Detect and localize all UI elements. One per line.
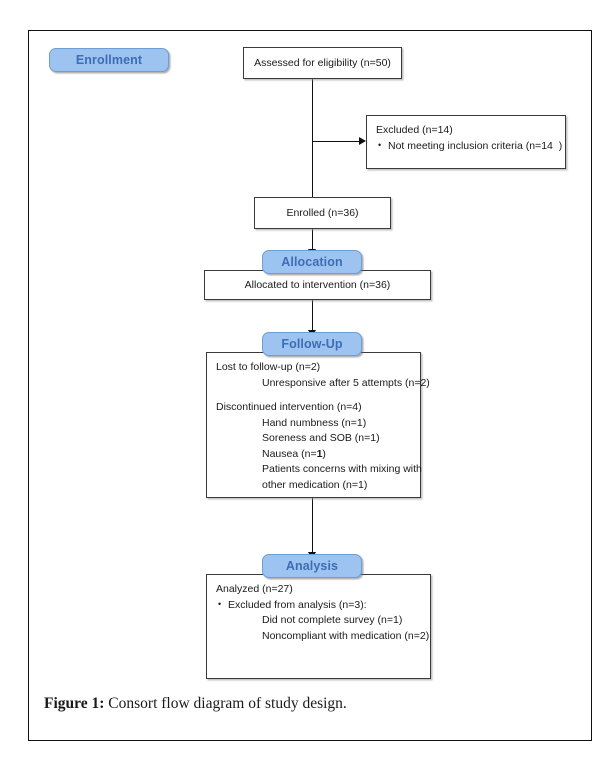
- box-enrolled: Enrolled (n=36): [254, 197, 391, 229]
- connector-followup-to-analysis: [312, 498, 314, 556]
- box-followup-detail: Lost to follow-up (n=2) Unresponsive aft…: [206, 352, 430, 498]
- stage-badge-analysis-label: Analysis: [285, 559, 339, 573]
- box-followup-line-8: other medication (n=1): [262, 478, 368, 491]
- box-followup-line-6-prefix: Nausea (n=: [262, 447, 317, 460]
- figure-caption-text: Consort flow diagram of study design.: [104, 695, 347, 712]
- stage-badge-allocation: Allocation: [262, 250, 362, 274]
- box-followup-line-3: Discontinued intervention (n=4): [216, 401, 362, 413]
- box-followup-line-6-suffix: ): [322, 447, 326, 460]
- box-analysis-detail: Analyzed (n=27) Excluded from analysis (…: [206, 574, 431, 679]
- arrowhead-to-excluded: [359, 137, 366, 145]
- box-analysis-line-2: Did not complete survey (n=1): [262, 614, 403, 626]
- box-assessed-for-eligibility-text: Assessed for eligibility (n=50): [254, 57, 391, 69]
- box-analysis-line-1: Analyzed (n=27): [216, 583, 293, 595]
- box-excluded-heading: Excluded (n=14): [376, 124, 453, 136]
- stage-badge-allocation-label: Allocation: [281, 255, 343, 269]
- box-excluded: Excluded (n=14) Not meeting inclusion cr…: [366, 115, 566, 169]
- stage-badge-followup: Follow-Up: [262, 332, 362, 356]
- figure-caption-label: Figure 1:: [44, 695, 105, 712]
- box-excluded-bullet-1: Not meeting inclusion criteria (n=14 ): [376, 138, 562, 155]
- box-followup-line-6-count: 1: [316, 447, 323, 460]
- stage-badge-enrollment-label: Enrollment: [75, 53, 143, 67]
- stage-badge-analysis: Analysis: [262, 554, 362, 578]
- box-followup-line-6: Nausea (n=1): [216, 447, 411, 463]
- box-assessed-for-eligibility: Assessed for eligibility (n=50): [243, 47, 402, 79]
- connector-allocated-to-followup: [312, 300, 314, 334]
- figure-frame: Enrollment Assessed for eligibility (n=5…: [28, 30, 592, 741]
- box-followup-line-2: Unresponsive after 5 attempts (n=2): [262, 376, 430, 389]
- box-followup-line-1: Lost to follow-up (n=2): [216, 361, 321, 373]
- box-allocated-to-intervention-text: Allocated to intervention (n=36): [244, 279, 391, 291]
- connector-enrolled-to-allocation: [312, 229, 314, 253]
- stage-badge-enrollment: Enrollment: [49, 48, 169, 72]
- stage-badge-followup-label: Follow-Up: [281, 337, 343, 351]
- connector-trunk-to-excluded: [312, 141, 361, 143]
- box-followup-line-7: Patients concerns with mixing with: [262, 463, 422, 475]
- box-analysis-bullet-1: Excluded from analysis (n=3):: [216, 597, 421, 614]
- box-analysis-line-3: Noncompliant with medication (n=2): [262, 629, 430, 642]
- box-followup-line-4: Hand numbness (n=1): [262, 416, 367, 429]
- box-followup-line-5: Soreness and SOB (n=1): [262, 432, 380, 444]
- box-enrolled-text: Enrolled (n=36): [286, 207, 359, 219]
- connector-assessed-to-enrolled: [312, 79, 314, 197]
- figure-caption: Figure 1: Consort flow diagram of study …: [44, 695, 564, 713]
- box-followup-spacer: [216, 391, 411, 400]
- box-allocated-to-intervention: Allocated to intervention (n=36): [204, 270, 431, 300]
